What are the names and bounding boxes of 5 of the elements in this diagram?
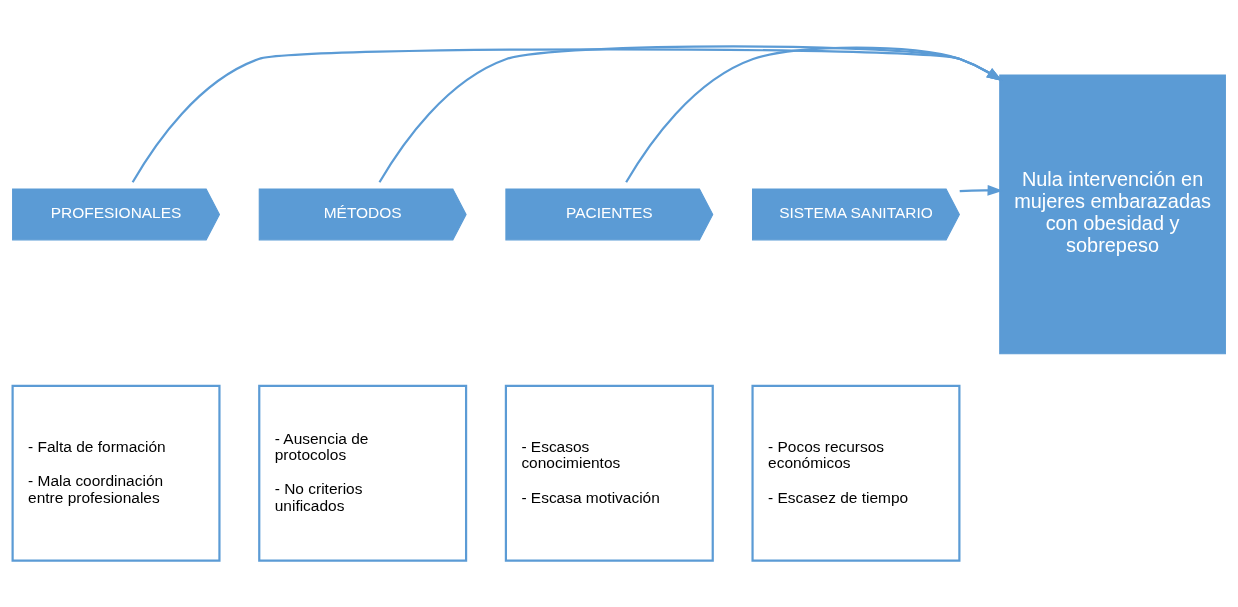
- node-box: - Escasos conocimientos - Escasa motivación: [504, 384, 714, 562]
- node-box: Nula intervención en mujeres embarazadas con obesidad y sobrepeso: [999, 74, 1226, 355]
- node-box: - Pocos recursos económicos - Escasez de tiempo: [751, 384, 961, 562]
- node-box: - Ausencia de protocolos - No criterios unificados: [258, 384, 468, 562]
- node-box: - Falta de formación - Mala coordinación entre profesionales: [11, 384, 221, 562]
